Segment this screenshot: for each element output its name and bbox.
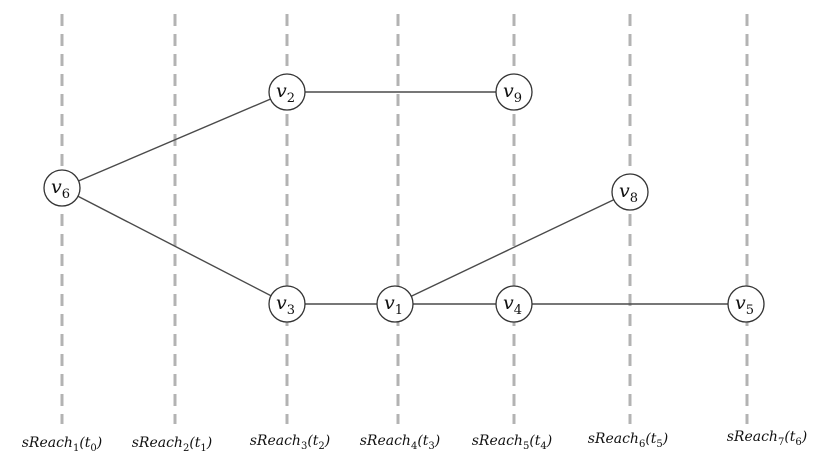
node-v2: v2 [268, 73, 306, 111]
node-v3: v3 [268, 285, 306, 323]
node-label: v4 [503, 292, 522, 318]
node-label: v5 [735, 292, 754, 318]
edge-v6-v2 [61, 91, 288, 189]
column-label-c3: sReach4(t3) [360, 433, 441, 452]
column-label-c1: sReach2(t1) [132, 435, 213, 454]
node-label: v3 [276, 292, 295, 318]
node-label: v6 [51, 176, 70, 202]
node-v1: v1 [376, 285, 414, 323]
column-labels: sReach1(t0) sReach2(t1) sReach3(t2) sReach4… [22, 429, 808, 454]
edge-v6-v3 [61, 187, 288, 305]
node-v6: v6 [43, 169, 81, 207]
node-circle [611, 173, 649, 211]
node-label: v8 [619, 180, 638, 206]
node-v4: v4 [495, 285, 533, 323]
node-circle [268, 73, 306, 111]
node-circle [43, 169, 81, 207]
node-label: v9 [503, 80, 522, 106]
node-circle [376, 285, 414, 323]
column-guides [60, 14, 749, 424]
column-label-c5: sReach6(t5) [588, 431, 669, 450]
node-v5: v5 [727, 285, 765, 323]
node-label: v1 [384, 292, 403, 318]
node-circle [495, 285, 533, 323]
column-label-c2: sReach3(t2) [250, 433, 331, 452]
graph-nodes: v6 v2 v9 v3 v1 v4 v8 v5 [43, 73, 765, 323]
node-v8: v8 [611, 173, 649, 211]
column-label-c4: sReach5(t4) [472, 433, 553, 452]
node-circle [268, 285, 306, 323]
edge-v1-v8 [394, 191, 631, 305]
column-label-c0: sReach1(t0) [22, 435, 103, 454]
node-label: v2 [276, 80, 295, 106]
node-circle [495, 73, 533, 111]
node-circle [727, 285, 765, 323]
column-label-c6: sReach7(t6) [727, 429, 808, 448]
node-v9: v9 [495, 73, 533, 111]
